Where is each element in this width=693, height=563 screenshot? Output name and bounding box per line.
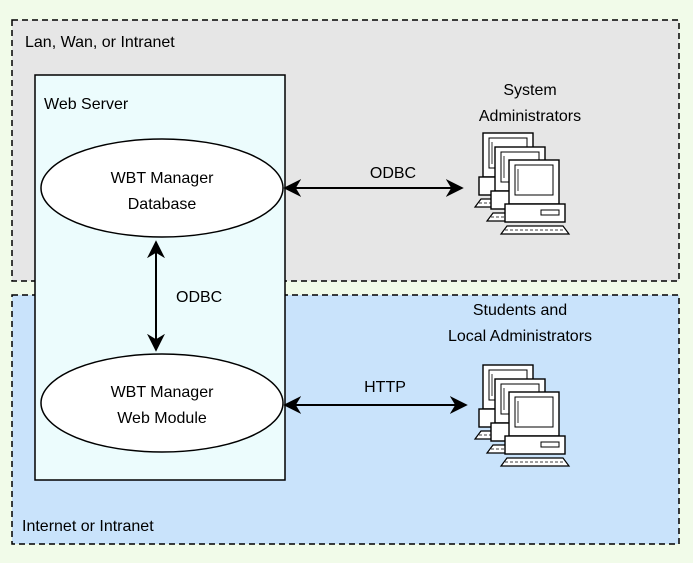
database-node	[40, 138, 284, 238]
internet-zone-label: Internet or Intranet	[22, 518, 154, 535]
admins-label-line1: System	[503, 82, 556, 99]
web-module-label-line2: Web Module	[117, 410, 207, 427]
students-label-line1: Students and	[473, 302, 567, 319]
database-label-line2: Database	[128, 196, 197, 213]
students-http-label: HTTP	[364, 379, 406, 396]
web-module-node	[40, 353, 284, 453]
internal-odbc-label: ODBC	[176, 289, 222, 306]
admins-label-line2: Administrators	[479, 108, 581, 125]
web-server-label: Web Server	[44, 96, 129, 113]
database-label-line1: WBT Manager	[111, 170, 215, 187]
students-label-line2: Local Administrators	[448, 328, 592, 345]
web-module-label-line1: WBT Manager	[111, 384, 215, 401]
lan-zone-label: Lan, Wan, or Intranet	[25, 34, 175, 51]
admins-odbc-label: ODBC	[370, 165, 416, 182]
